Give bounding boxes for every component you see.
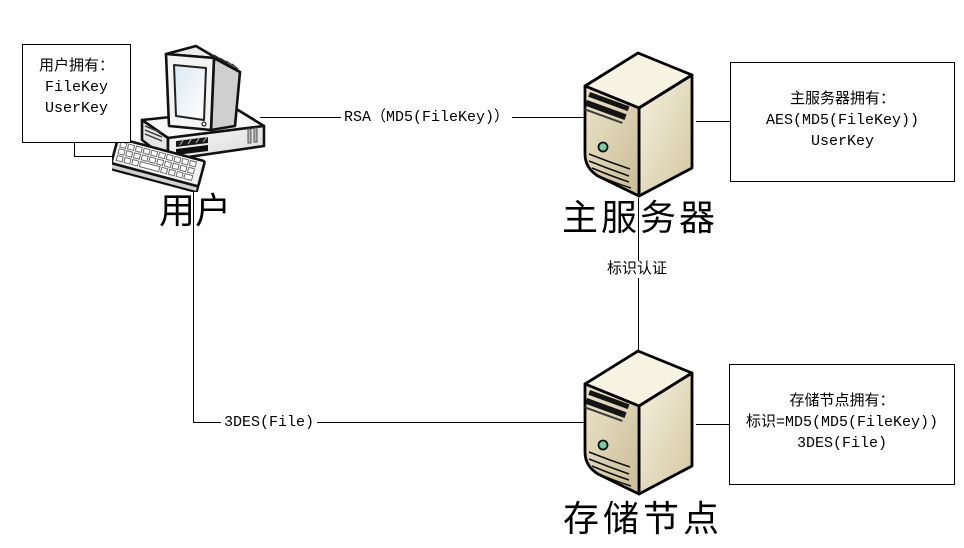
edge-userbox-connector-h bbox=[74, 156, 124, 157]
edge-label-rsa: RSA（MD5(FileKey)） bbox=[341, 109, 513, 126]
storage-node-owns-box: 存储节点拥有： 标识=MD5(MD5(FileKey)) 3DES(File) bbox=[729, 364, 955, 485]
storage-node-owns-item-1: 标识=MD5(MD5(FileKey)) bbox=[745, 414, 939, 431]
storage-node-owns-item-2: 3DES(File) bbox=[796, 435, 887, 452]
user-node-label: 用户 bbox=[158, 191, 231, 231]
main-server-owns-box: 主服务器拥有： AES(MD5(FileKey)) UserKey bbox=[730, 62, 955, 182]
edge-user-down-line bbox=[193, 176, 194, 422]
edge-userbox-connector-v bbox=[74, 130, 75, 157]
edge-user-to-storage-line bbox=[193, 422, 585, 423]
edge-main-to-box-line bbox=[696, 121, 730, 122]
main-server-owns-item-2: UserKey bbox=[810, 133, 874, 150]
main-server-icon bbox=[583, 51, 694, 198]
user-owns-item-2: UserKey bbox=[44, 100, 108, 117]
storage-node-owns-title: 存储节点拥有： bbox=[789, 393, 895, 410]
main-server-owns-item-1: AES(MD5(FileKey)) bbox=[765, 112, 920, 129]
main-server-owns-title: 主服务器拥有： bbox=[789, 91, 895, 108]
user-owns-item-1: FileKey bbox=[44, 79, 108, 96]
edge-storage-to-box-line bbox=[696, 424, 730, 425]
user-owns-title: 用户拥有： bbox=[38, 58, 114, 75]
storage-node-icon bbox=[583, 349, 694, 496]
user-owns-box: 用户拥有： FileKey UserKey bbox=[22, 44, 131, 143]
edge-label-3des: 3DES(File) bbox=[221, 414, 318, 431]
edge-label-auth: 标识认证 bbox=[604, 261, 671, 278]
computer-icon bbox=[112, 44, 266, 192]
main-server-node-label: 主服务器 bbox=[561, 198, 718, 238]
storage-node-node-label: 存储节点 bbox=[562, 499, 723, 539]
